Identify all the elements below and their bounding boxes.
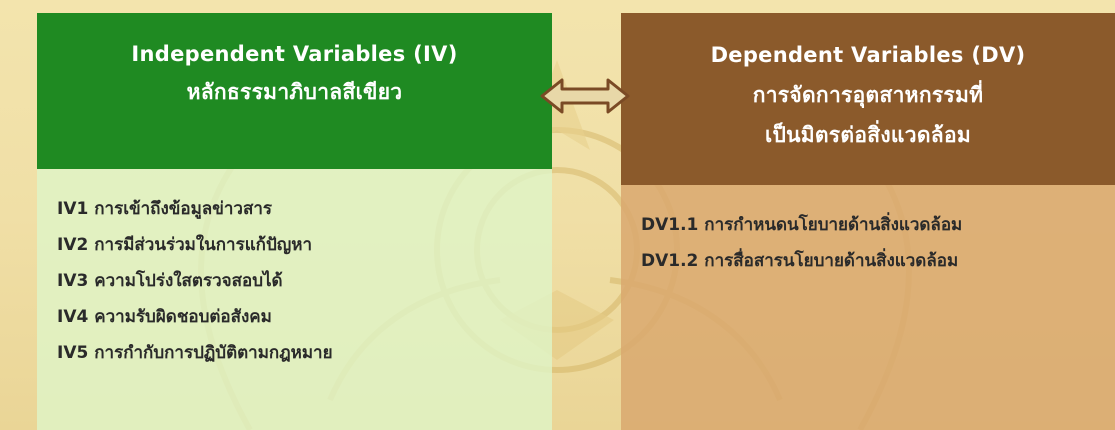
iv-item: IV3 ความโปร่งใสตรวจสอบได้	[57, 271, 283, 291]
iv-item: IV1 การเข้าถึงข้อมูลข่าวสาร	[57, 199, 272, 219]
dv-subtitle-line2: เป็นมิตรต่อสิ่งแวดล้อม	[764, 123, 972, 147]
iv-item: IV2 การมีส่วนร่วมในการแก้ปัญหา	[57, 235, 312, 255]
dv-item: DV1.1 การกำหนดนโยบายด้านสิ่งแวดล้อม	[641, 215, 963, 235]
dv-list: DV1.1 การกำหนดนโยบายด้านสิ่งแวดล้อม DV1.…	[621, 185, 1115, 430]
iv-subtitle: หลักธรรมาภิบาลสีเขียว	[186, 80, 403, 104]
iv-item: IV4 ความรับผิดชอบต่อสังคม	[57, 307, 272, 327]
dv-title: Dependent Variables (DV)	[710, 43, 1026, 67]
iv-title: Independent Variables (IV)	[131, 42, 458, 66]
dv-header-box: Dependent Variables (DV) การจัดการอุตสาห…	[621, 13, 1115, 185]
iv-list: IV1 การเข้าถึงข้อมูลข่าวสาร IV2 การมีส่ว…	[37, 169, 552, 430]
iv-item: IV5 การกำกับการปฏิบัติตามกฎหมาย	[57, 343, 333, 363]
iv-header-box: Independent Variables (IV) หลักธรรมาภิบา…	[37, 13, 552, 169]
dv-item: DV1.2 การสื่อสารนโยบายด้านสิ่งแวดล้อม	[641, 251, 959, 271]
dv-subtitle-line1: การจัดการอุตสาหกรรมที่	[752, 83, 984, 107]
double-arrow-icon	[540, 78, 630, 114]
